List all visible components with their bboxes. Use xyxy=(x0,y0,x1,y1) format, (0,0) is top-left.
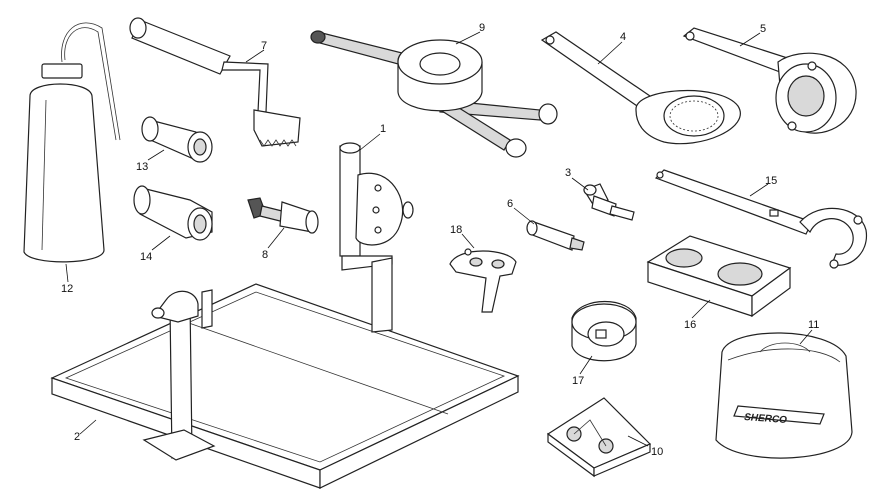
callout-label-10: 10 xyxy=(651,446,663,458)
cylinder-pin-icon xyxy=(526,220,585,251)
bag-brand-text: SHERCO xyxy=(744,412,788,426)
callout-label-6: 6 xyxy=(507,198,513,210)
bracket-tool-icon xyxy=(449,248,517,313)
callout-label-9: 9 xyxy=(479,22,485,34)
callout-label-17: 17 xyxy=(572,375,584,387)
callout-label-2: 2 xyxy=(74,431,80,443)
callout-labels: 1 2 3 4 5 6 7 8 9 10 11 12 13 14 15 16 1… xyxy=(61,22,819,458)
hook-spanner-icon xyxy=(654,169,868,269)
callout-label-3: 3 xyxy=(565,167,571,179)
callout-label-14: 14 xyxy=(140,251,152,263)
callout-label-4: 4 xyxy=(620,31,626,43)
callout-label-11: 11 xyxy=(808,319,819,331)
drain-tray-stand-icon xyxy=(50,257,520,489)
puller-bolt-icon xyxy=(247,197,319,234)
flywheel-holder-icon xyxy=(682,27,857,134)
manual-booklet-icon xyxy=(546,397,652,478)
callout-label-16: 16 xyxy=(684,319,696,331)
crankcase-puller-icon xyxy=(310,30,558,158)
callout-label-18: 18 xyxy=(450,224,462,236)
bushing-icon xyxy=(133,185,213,241)
callout-label-8: 8 xyxy=(262,249,268,261)
support-bracket-icon xyxy=(339,142,414,271)
callout-label-7: 7 xyxy=(261,40,267,52)
collar-icon xyxy=(571,300,637,362)
sleeve-icon xyxy=(141,116,213,163)
leader-lines xyxy=(65,31,813,447)
callout-label-1: 1 xyxy=(380,123,386,135)
wash-bottle-icon xyxy=(23,22,121,263)
tool-bag-icon: SHERCO xyxy=(715,332,853,459)
clutch-holder-wrench-icon xyxy=(540,31,741,145)
holding-block-icon xyxy=(646,235,792,318)
callout-label-12: 12 xyxy=(61,283,73,295)
callout-label-15: 15 xyxy=(765,175,777,187)
t-handle-comb-tool-icon xyxy=(129,17,301,147)
pin-tool-icon xyxy=(583,183,635,221)
callout-label-5: 5 xyxy=(760,23,766,35)
callout-label-13: 13 xyxy=(136,161,148,173)
